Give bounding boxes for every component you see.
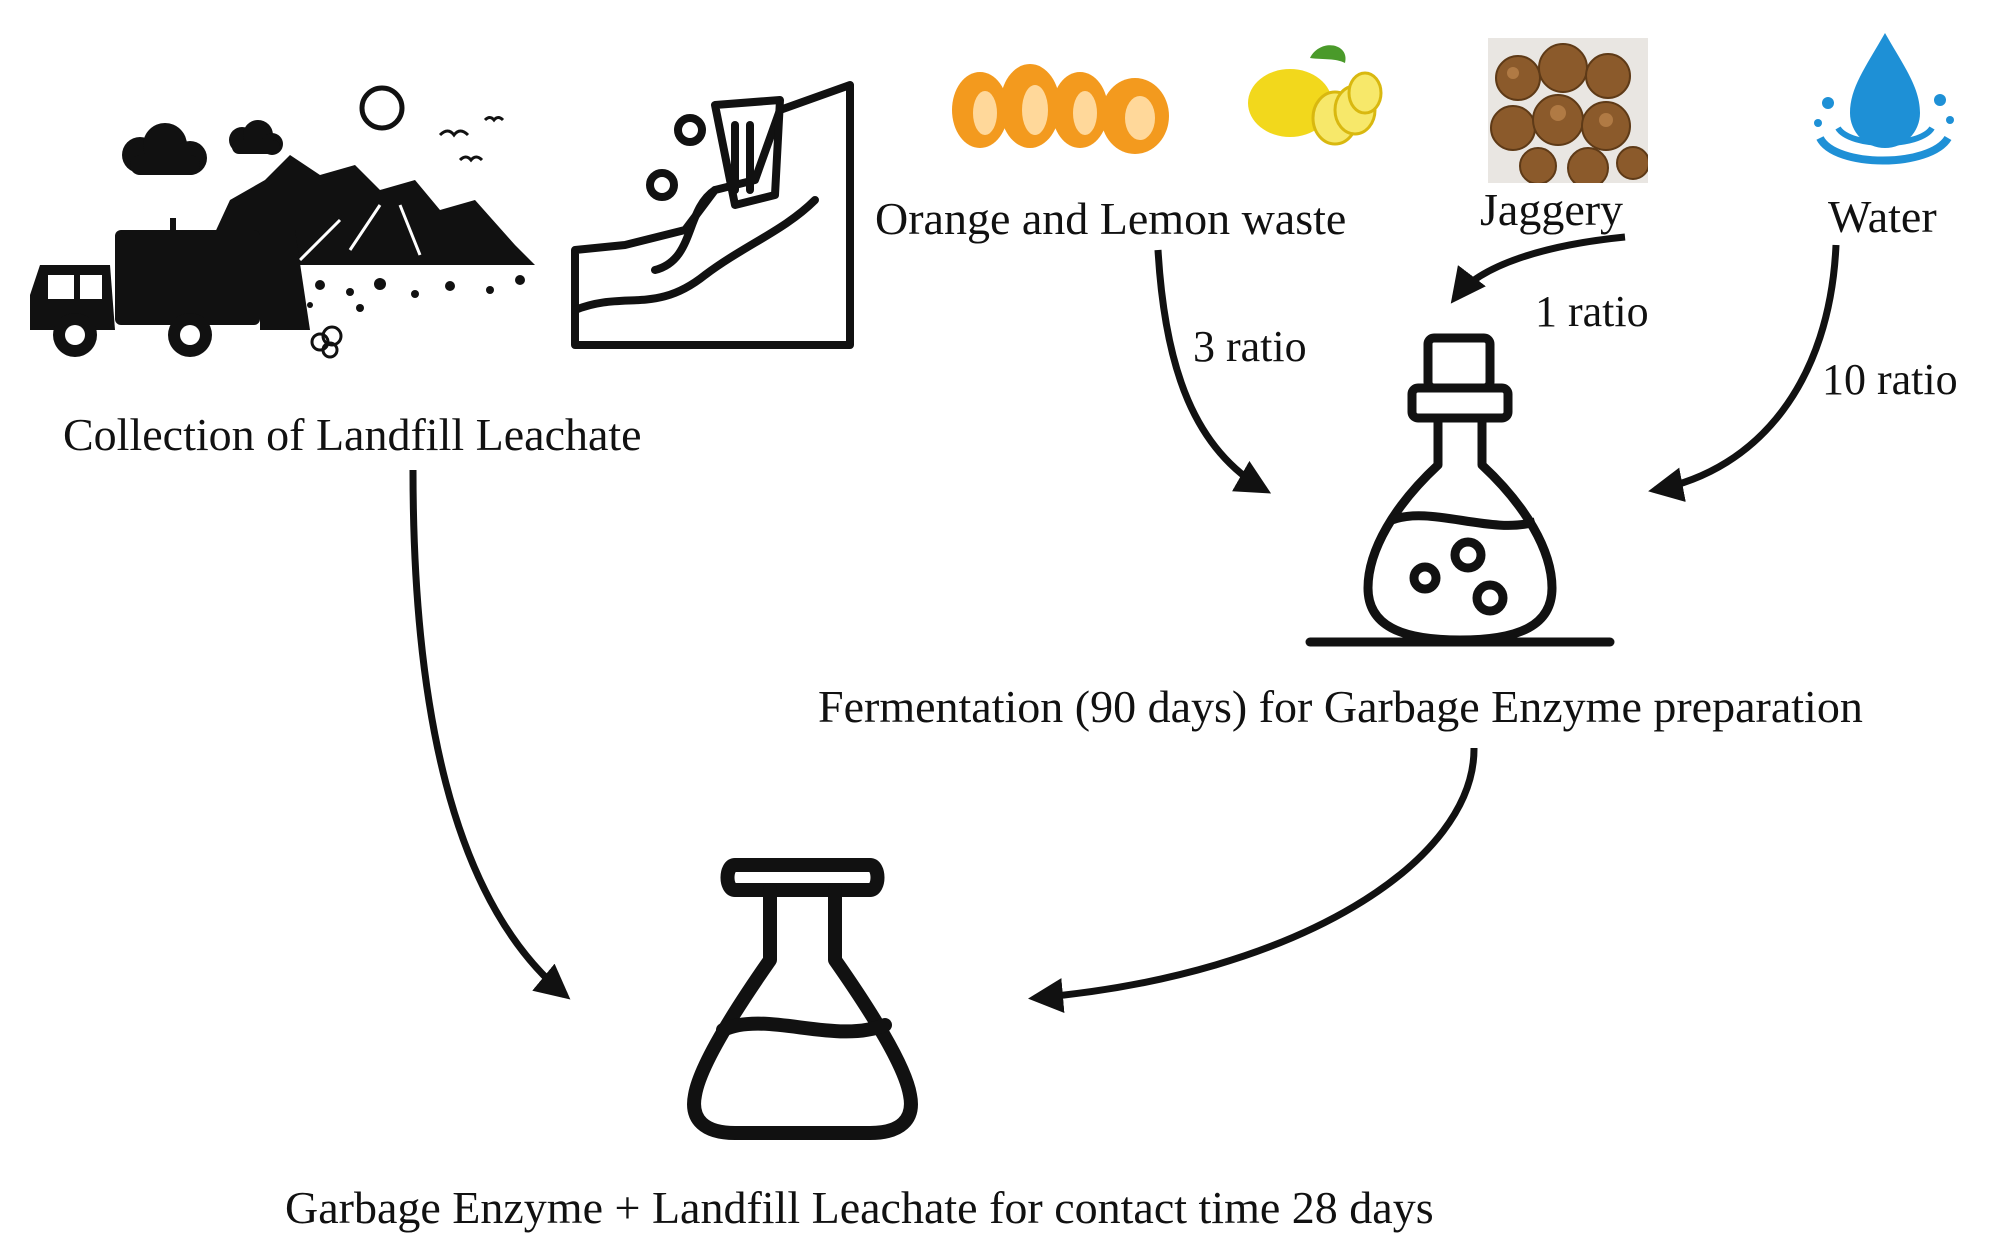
water-ratio: 10 ratio: [1822, 355, 1958, 404]
lemon-icon: [1248, 45, 1383, 146]
water-drop-icon: [1814, 33, 1954, 165]
water-label: Water: [1828, 191, 1937, 242]
jaggery-ratio: 1 ratio: [1535, 287, 1649, 336]
fermentation-label: Fermentation (90 days) for Garbage Enzym…: [818, 681, 1863, 732]
arrow-fermentation-to-final: [1028, 747, 1478, 1014]
arrow-orange-to-flask: [1154, 249, 1272, 494]
jaggery-label: Jaggery: [1480, 184, 1624, 235]
arrow-collection-to-final: [409, 469, 571, 1000]
final-mixture-label: Garbage Enzyme + Landfill Leachate for c…: [285, 1182, 1434, 1233]
orange-lemon-label: Orange and Lemon waste: [875, 193, 1347, 244]
arrow-water-to-flask: [1648, 244, 1840, 502]
landfill-scene-icon: [30, 85, 535, 359]
leachate-pour-icon: [571, 81, 854, 349]
erlenmeyer-flask-icon: [687, 858, 918, 1140]
jaggery-icon: [1488, 38, 1648, 183]
orange-lemon-ratio: 3 ratio: [1193, 322, 1307, 371]
corked-flask-icon: [1305, 333, 1615, 647]
arrow-jaggery-to-flask: [1450, 233, 1626, 304]
collection-label: Collection of Landfill Leachate: [63, 409, 642, 460]
orange-peel-icon: [952, 64, 1169, 154]
